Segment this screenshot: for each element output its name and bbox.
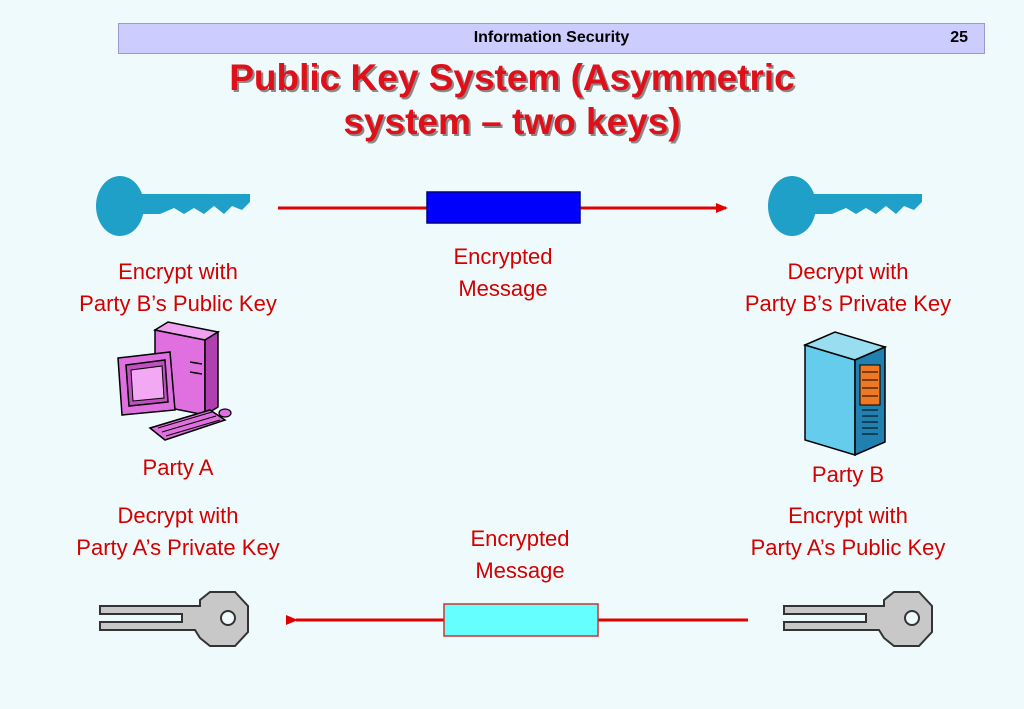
slide-title-line-1: Public Key System (Asymmetric xyxy=(229,57,795,98)
label-line: Encrypt with xyxy=(118,259,238,284)
server-icon xyxy=(802,331,888,457)
label-decrypt-party-b-private: Decrypt with Party B’s Private Key xyxy=(708,256,988,320)
label-line: Encrypted xyxy=(453,244,553,269)
bottom-key-left-icon xyxy=(99,591,249,647)
label-line: Decrypt with xyxy=(117,503,239,528)
header-title: Information Security xyxy=(473,29,630,46)
label-decrypt-party-a-private: Decrypt with Party A’s Private Key xyxy=(38,500,318,564)
computer-icon xyxy=(117,321,232,441)
label-line: Encrypted xyxy=(470,526,570,551)
slide-title: Public Key System (Asymmetric system – t… xyxy=(0,56,1024,144)
label-line: Party A’s Private Key xyxy=(76,535,280,560)
label-line: Message xyxy=(475,558,565,583)
bottom-key-right-icon xyxy=(783,591,933,647)
party-b-label: Party B xyxy=(811,462,885,487)
top-encrypted-message-box xyxy=(426,191,581,224)
label-line: Encrypt with xyxy=(788,503,908,528)
label-line: Party B’s Private Key xyxy=(744,291,952,316)
label-bottom-encrypted-message: Encrypted Message xyxy=(430,523,610,587)
slide-title-line-2: system – two keys) xyxy=(343,101,681,142)
label-line: Party B’s Public Key xyxy=(79,291,277,316)
bottom-encrypted-message-box xyxy=(443,603,599,637)
slide-number: 25 xyxy=(950,29,968,46)
header-bar: Information Security 25 xyxy=(118,23,985,54)
label-line: Decrypt with xyxy=(787,259,909,284)
label-top-encrypted-message: Encrypted Message xyxy=(413,241,593,305)
top-key-left-icon xyxy=(96,176,250,236)
party-a-label: Party A xyxy=(142,455,214,480)
label-encrypt-party-b-public: Encrypt with Party B’s Public Key xyxy=(48,256,308,320)
label-line: Message xyxy=(458,276,548,301)
top-key-right-icon xyxy=(768,176,922,236)
label-line: Party A’s Public Key xyxy=(750,535,946,560)
label-encrypt-party-a-public: Encrypt with Party A’s Public Key xyxy=(718,500,978,564)
